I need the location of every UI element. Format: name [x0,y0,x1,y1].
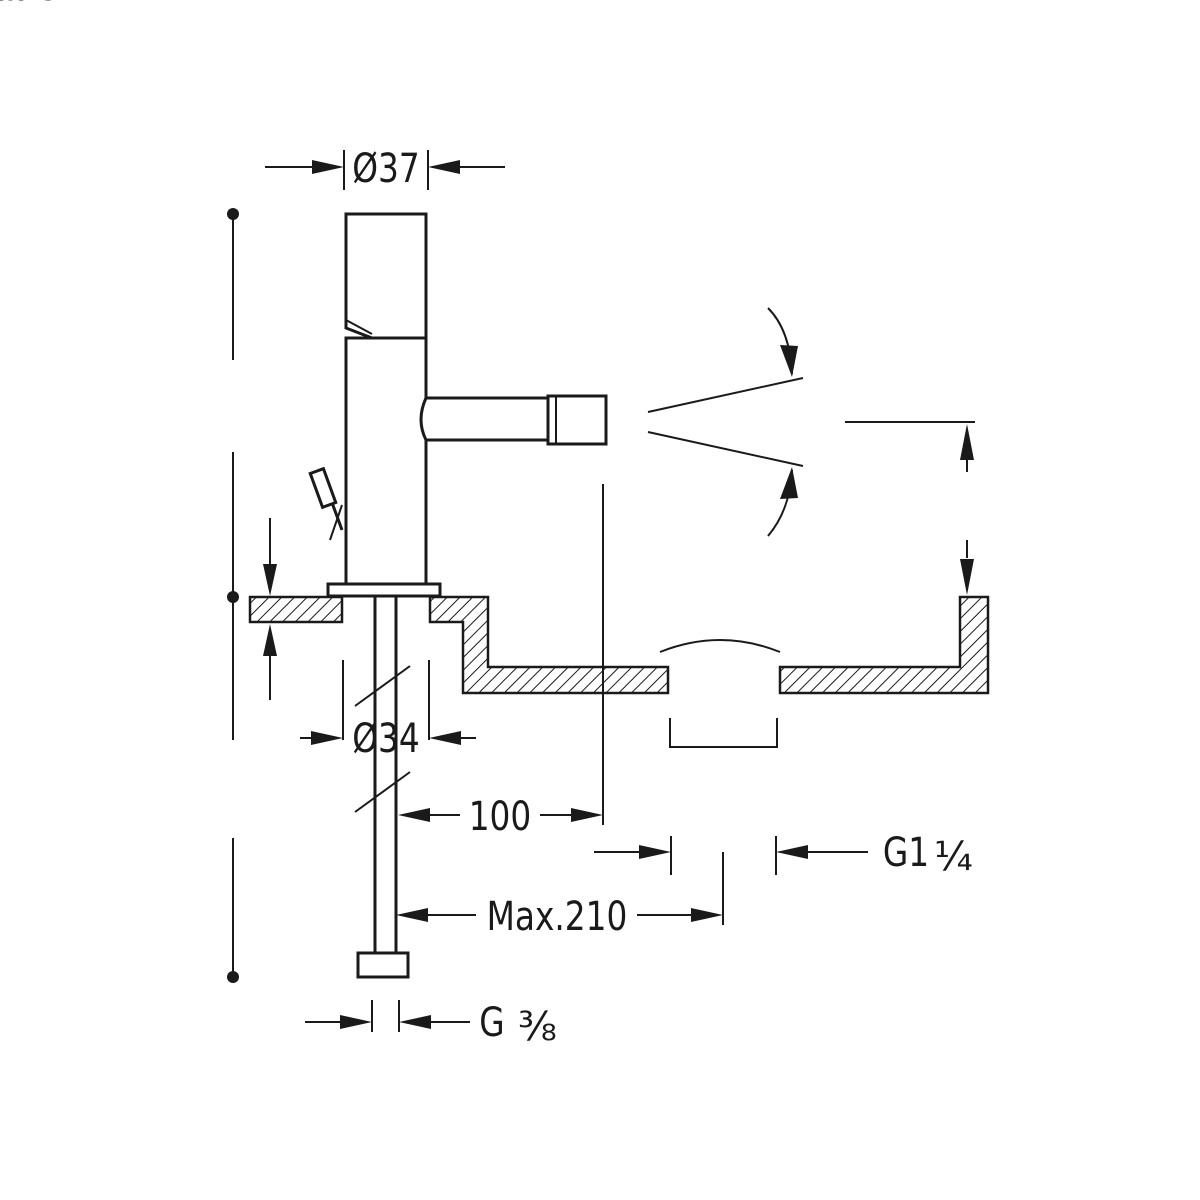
tap-body [308,212,608,979]
handle-lever-edge [345,319,373,335]
reach-100-label: 100 [469,793,532,840]
drain-arc [659,639,781,653]
dia37-arrow-left [312,160,344,174]
waste-arrow-right [776,845,808,859]
jet-line-lower [647,431,804,467]
base-plate [326,582,442,598]
angle-arrow-lower [780,467,798,499]
jet-line-upper [647,377,804,413]
height-380-label: 380 [0,0,31,10]
countertop-section [248,595,990,748]
handle-lever [344,212,428,340]
h80-arrow-lower [960,559,974,595]
supply-arrow-left [340,1015,372,1029]
basin-left-wall-section [428,595,670,695]
max210-label: Max.210 [487,893,628,940]
jet-angle [647,307,804,537]
waste-arrow-left [639,845,671,859]
reach-arrow-right [571,808,603,822]
dim-dot-top [227,208,239,220]
max210-arrow-right [691,908,723,922]
break-line-lower [354,771,411,813]
angle-arrow-upper [780,345,798,377]
height-176-label: 176 [0,0,31,10]
supply-thread-label: G [479,999,504,1046]
waste-outline [669,718,778,748]
popup-link [329,504,343,541]
spout-arm [419,396,550,442]
dimension-labels: Ø37 176 380 Max.45 Ø34 25° 80 100 Max.21… [0,0,973,1050]
dia34-arrow-right [429,731,461,745]
dimension-lines [227,150,975,1032]
hose-connector [356,951,410,979]
break-line-upper [354,665,411,707]
waste-thread-label: G1 [883,829,929,876]
waste-thread-fraction: ¼ [934,834,973,880]
max45-label: Max.45 [0,0,60,10]
supply-thread-fraction: ⅜ [518,1004,557,1050]
dim-dot-bottom [227,971,239,983]
basin-right-wall-section [778,595,990,695]
h80-arrow-upper [960,424,974,460]
height-80-label: 80 [0,0,21,10]
reach-arrow-left [398,808,430,822]
max210-arrow-left [396,908,428,922]
max45-arrow-lower [263,624,277,656]
dia34-label: Ø34 [352,715,420,762]
max45-arrow-upper [263,564,277,596]
dia34-arrow-left [311,731,343,745]
body-cylinder [344,336,428,586]
dia37-label: Ø37 [352,145,420,192]
dia37-arrow-right [428,160,460,174]
popup-knob [308,466,338,510]
angle-label: 25° [0,0,29,10]
deck-left-section [248,595,344,624]
spout-nozzle [546,394,608,446]
dim-dot-mid [227,591,239,603]
supply-arrow-right [399,1015,431,1029]
